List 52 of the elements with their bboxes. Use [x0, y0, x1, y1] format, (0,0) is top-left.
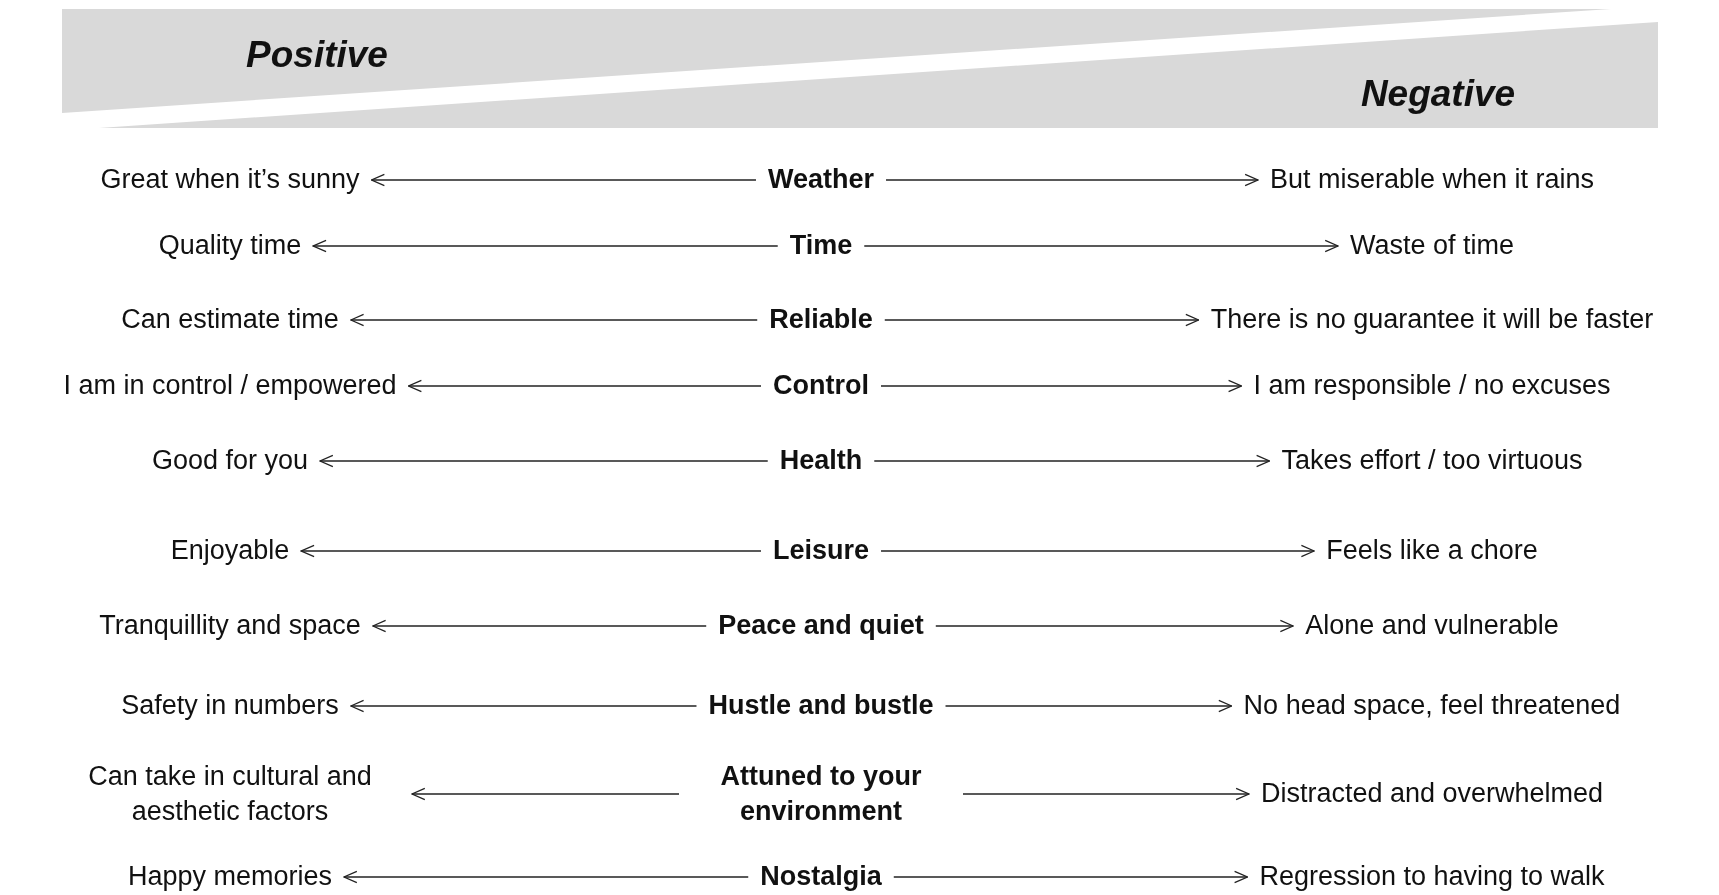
arrow: [935, 619, 1294, 633]
arrow: [880, 379, 1243, 393]
positive-text: Happy memories: [127, 859, 333, 895]
arrow: [312, 239, 779, 253]
arrow: [407, 379, 762, 393]
arrow: [343, 870, 749, 884]
positive-text: Great when it’s sunny: [100, 162, 360, 198]
arrow: [411, 787, 680, 801]
topic-label: Time: [789, 228, 853, 264]
topic-label: Health: [779, 443, 863, 479]
arrow: [873, 454, 1271, 468]
topic-label: Leisure: [773, 533, 869, 569]
arrow: [350, 699, 698, 713]
negative-text: I am responsible / no excuses: [1253, 368, 1611, 404]
arrow: [300, 544, 762, 558]
arrow: [319, 454, 769, 468]
negative-text: Feels like a chore: [1326, 533, 1538, 569]
negative-text: But miserable when it rains: [1269, 162, 1595, 198]
arrow: [893, 870, 1249, 884]
arrow: [370, 173, 757, 187]
negative-heading: Negative: [1360, 73, 1516, 115]
arrow: [350, 313, 758, 327]
negative-text: There is no guarantee it will be faster: [1210, 302, 1654, 338]
topic-label: Control: [773, 368, 869, 404]
topic-label: Reliable: [769, 302, 873, 338]
positive-text: Good for you: [151, 443, 309, 479]
topic-label: Hustle and bustle: [708, 688, 934, 724]
positive-text: Quality time: [158, 228, 302, 264]
negative-text: Takes effort / too virtuous: [1281, 443, 1583, 479]
positive-text: Enjoyable: [170, 533, 290, 569]
positive-text: Can estimate time: [121, 302, 339, 338]
negative-text: Regression to having to walk: [1259, 859, 1605, 895]
topic-label: Peace and quiet: [718, 608, 924, 644]
topic-label: Weather: [768, 162, 874, 198]
arrow: [885, 173, 1259, 187]
arrow: [884, 313, 1200, 327]
topic-label: Attuned to your environment: [691, 758, 951, 830]
negative-text: No head space, feel threatened: [1243, 688, 1621, 724]
positive-text: Can take in cultural and aesthetic factors: [60, 758, 400, 830]
topic-label: Nostalgia: [760, 859, 882, 895]
arrow: [962, 787, 1250, 801]
positive-text: I am in control / empowered: [63, 368, 397, 404]
arrow: [372, 619, 707, 633]
positive-text: Tranquillity and space: [99, 608, 361, 644]
positive-heading: Positive: [246, 34, 388, 76]
arrow: [944, 699, 1233, 713]
negative-text: Waste of time: [1350, 228, 1514, 264]
arrow: [863, 239, 1339, 253]
negative-text: Distracted and overwhelmed: [1260, 776, 1604, 812]
arrow: [880, 544, 1315, 558]
negative-text: Alone and vulnerable: [1305, 608, 1559, 644]
positive-text: Safety in numbers: [121, 688, 339, 724]
